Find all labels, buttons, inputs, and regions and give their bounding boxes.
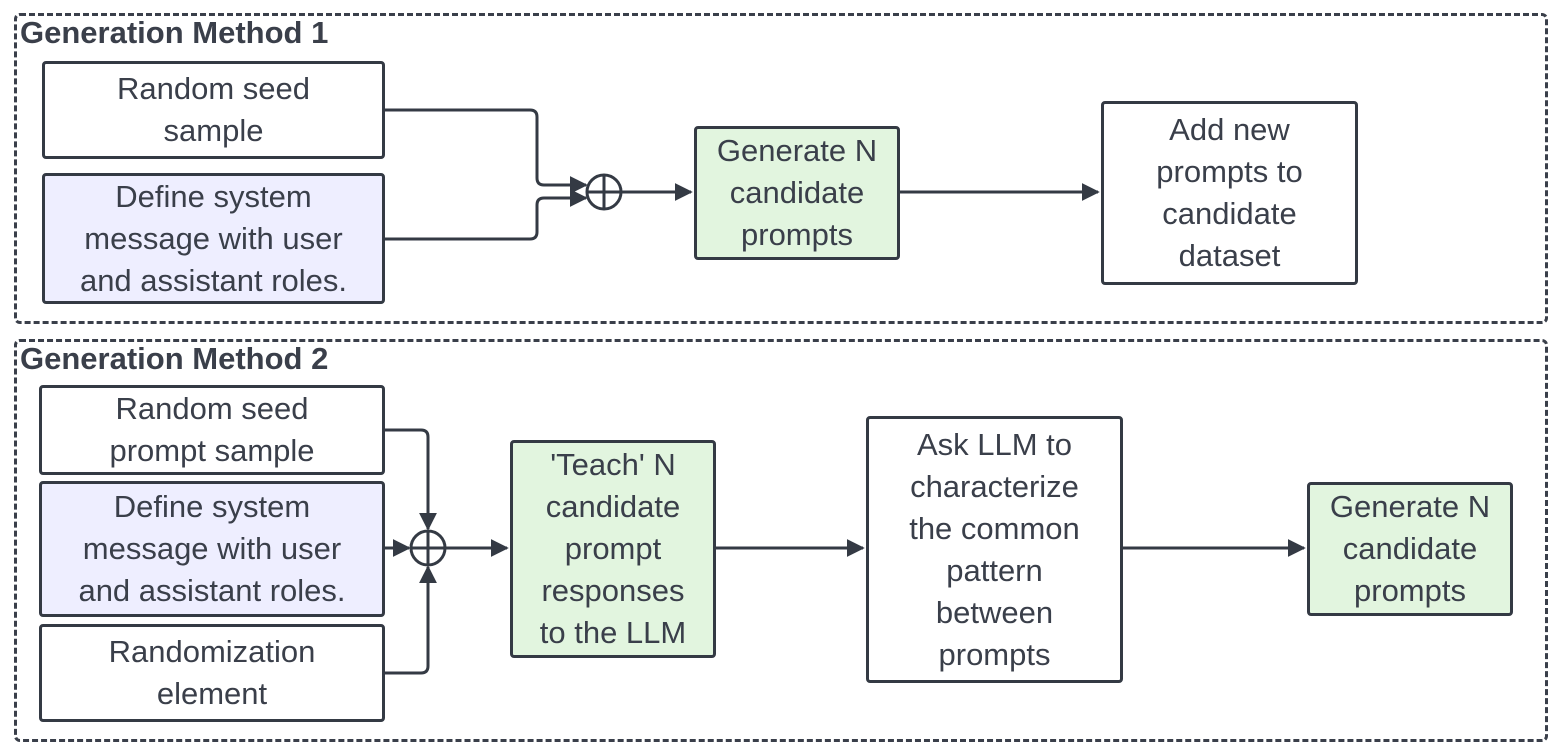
m1-system-message-box: Define system message with user and assi… bbox=[42, 173, 385, 304]
m2-randomization-box: Randomization element bbox=[39, 624, 385, 722]
m1-generate-box: Generate N candidate prompts bbox=[694, 126, 900, 260]
m2-randomization-label: Randomization element bbox=[108, 634, 316, 711]
m2-random-seed-label: Random seed prompt sample bbox=[109, 391, 315, 468]
m2-generate-box: Generate N candidate prompts bbox=[1307, 482, 1513, 616]
m2-teach-box: 'Teach' N candidate prompt responses to … bbox=[510, 440, 716, 658]
m2-randomization-connector bbox=[385, 565, 437, 675]
m2-ask-llm-label: Ask LLM to characterize the common patte… bbox=[909, 426, 1080, 672]
m2-system-message-label: Define system message with user and assi… bbox=[78, 489, 346, 608]
m1-seed-connector bbox=[385, 108, 588, 194]
generation-method-2-title: Generation Method 2 bbox=[20, 341, 329, 376]
m1-add-prompts-label: Add new prompts to candidate dataset bbox=[1156, 112, 1303, 273]
m2-ask-llm-box: Ask LLM to characterize the common patte… bbox=[866, 416, 1123, 683]
m2-teach-label: 'Teach' N candidate prompt responses to … bbox=[539, 447, 687, 650]
m2-seed-connector bbox=[385, 428, 437, 531]
m1-random-seed-label: Random seed sample bbox=[116, 71, 310, 148]
generation-method-2-group bbox=[14, 339, 1548, 742]
m1-generate-label: Generate N candidate prompts bbox=[716, 133, 878, 252]
m1-system-message-label: Define system message with user and assi… bbox=[79, 178, 348, 298]
m2-generate-label: Generate N candidate prompts bbox=[1329, 489, 1491, 608]
m2-combine-plus-icon bbox=[409, 529, 447, 567]
m2-system-message-box: Define system message with user and assi… bbox=[39, 481, 385, 617]
m1-combine-plus-icon bbox=[585, 173, 623, 211]
generation-method-1-group bbox=[14, 13, 1548, 324]
generation-method-1-title: Generation Method 1 bbox=[20, 15, 329, 50]
m1-add-prompts-box: Add new prompts to candidate dataset bbox=[1101, 101, 1358, 285]
m1-random-seed-box: Random seed sample bbox=[42, 61, 385, 159]
m2-random-seed-box: Random seed prompt sample bbox=[39, 385, 385, 475]
m1-system-connector bbox=[385, 189, 588, 241]
